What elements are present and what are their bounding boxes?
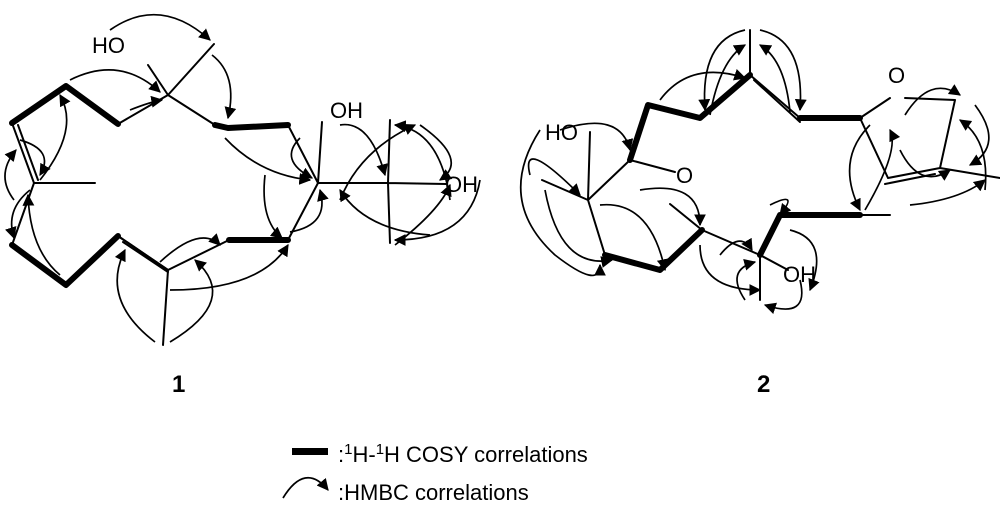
compound-1-double-bonds [17, 124, 169, 273]
hmbc-arrow [769, 198, 792, 216]
hmbc-arrow [759, 29, 807, 112]
hmbc-arrow [848, 124, 871, 212]
hmbc-arrow [709, 44, 747, 116]
hmbc-arrow [69, 69, 161, 93]
hmbc-arrow [519, 129, 606, 277]
hmbc-arrow [758, 44, 791, 113]
hmbc-arrow [639, 187, 706, 227]
hmbc-arrow [339, 124, 417, 201]
hmbc-arrow [904, 84, 961, 116]
hmbc-arrow [864, 128, 901, 211]
compound-2-label: 2 [757, 371, 770, 398]
compound-2-hmbc-arrows [519, 29, 990, 315]
hmbc-arrow [899, 149, 951, 181]
hmbc-arrow [699, 244, 762, 296]
hmbc-arrow [4, 149, 17, 201]
hmbc-arrow [527, 158, 581, 196]
hmbc-arrow [109, 13, 211, 41]
hmbc-arrow [263, 174, 283, 239]
legend-cosy-text: :1H-1H COSY correlations [338, 441, 588, 467]
hmbc-arrow [211, 54, 237, 120]
hmbc-arrow [394, 183, 452, 246]
compound-2-oh-label: OH [783, 262, 816, 287]
hmbc-arrow [909, 179, 986, 206]
hmbc-arrow [159, 233, 221, 263]
hmbc-arrow [968, 104, 990, 166]
hmbc-arrow [736, 259, 757, 301]
hmbc-arrow [544, 189, 614, 268]
compound-2-furan-o-label: O [888, 63, 905, 88]
compound-1-ho-label: HO [92, 33, 125, 58]
hmbc-arrow [659, 69, 747, 101]
compound-1-oh-top-label: OH [330, 98, 363, 123]
hmbc-arrow [169, 243, 289, 291]
hmbc-arrow [290, 137, 314, 179]
compound-1-label: 1 [172, 371, 185, 398]
hmbc-arrow [599, 203, 669, 272]
compound-2-structure: HO O O OH 2 [519, 29, 1000, 398]
hmbc-arrow [22, 193, 61, 276]
hmbc-arrow [339, 123, 388, 177]
hmbc-arrow [789, 229, 820, 292]
hmbc-arrow [289, 188, 329, 233]
compound-1-cosy-bonds [9, 83, 291, 288]
hmbc-arrow [698, 29, 746, 112]
hmbc-arrow [559, 122, 634, 152]
hmbc-arrow [719, 237, 753, 256]
hmbc-arrow [393, 120, 451, 201]
legend-hmbc-text: :HMBC correlations [338, 480, 529, 505]
hmbc-arrow [5, 189, 31, 240]
legend-hmbc-arrow-icon [282, 476, 329, 499]
compound-1-oh-side-label: OH [445, 172, 478, 197]
compound-1-structure: HO OH OH 1 [4, 13, 481, 398]
compound-2-bonds [541, 29, 1000, 301]
hmbc-arrow [224, 137, 312, 185]
hmbc-arrow [763, 279, 803, 315]
hmbc-arrow [393, 179, 481, 246]
hmbc-arrow [169, 259, 214, 343]
compound-1-hmbc-arrows [4, 13, 481, 343]
legend-cosy-bar-icon [292, 448, 328, 455]
compound-2-cosy-bonds [602, 72, 863, 273]
compound-2-ring-o-label: O [676, 163, 693, 188]
hmbc-arrow [19, 139, 51, 177]
hmbc-arrow [114, 248, 156, 343]
compound-1-bonds [11, 43, 447, 346]
legend: :1H-1H COSY correlations :HMBC correlati… [282, 441, 588, 505]
hmbc-arrow [339, 188, 431, 236]
compound-2-double-bonds [753, 79, 936, 185]
compound-2-ho-label: HO [545, 120, 578, 145]
hmbc-arrow [129, 95, 164, 111]
